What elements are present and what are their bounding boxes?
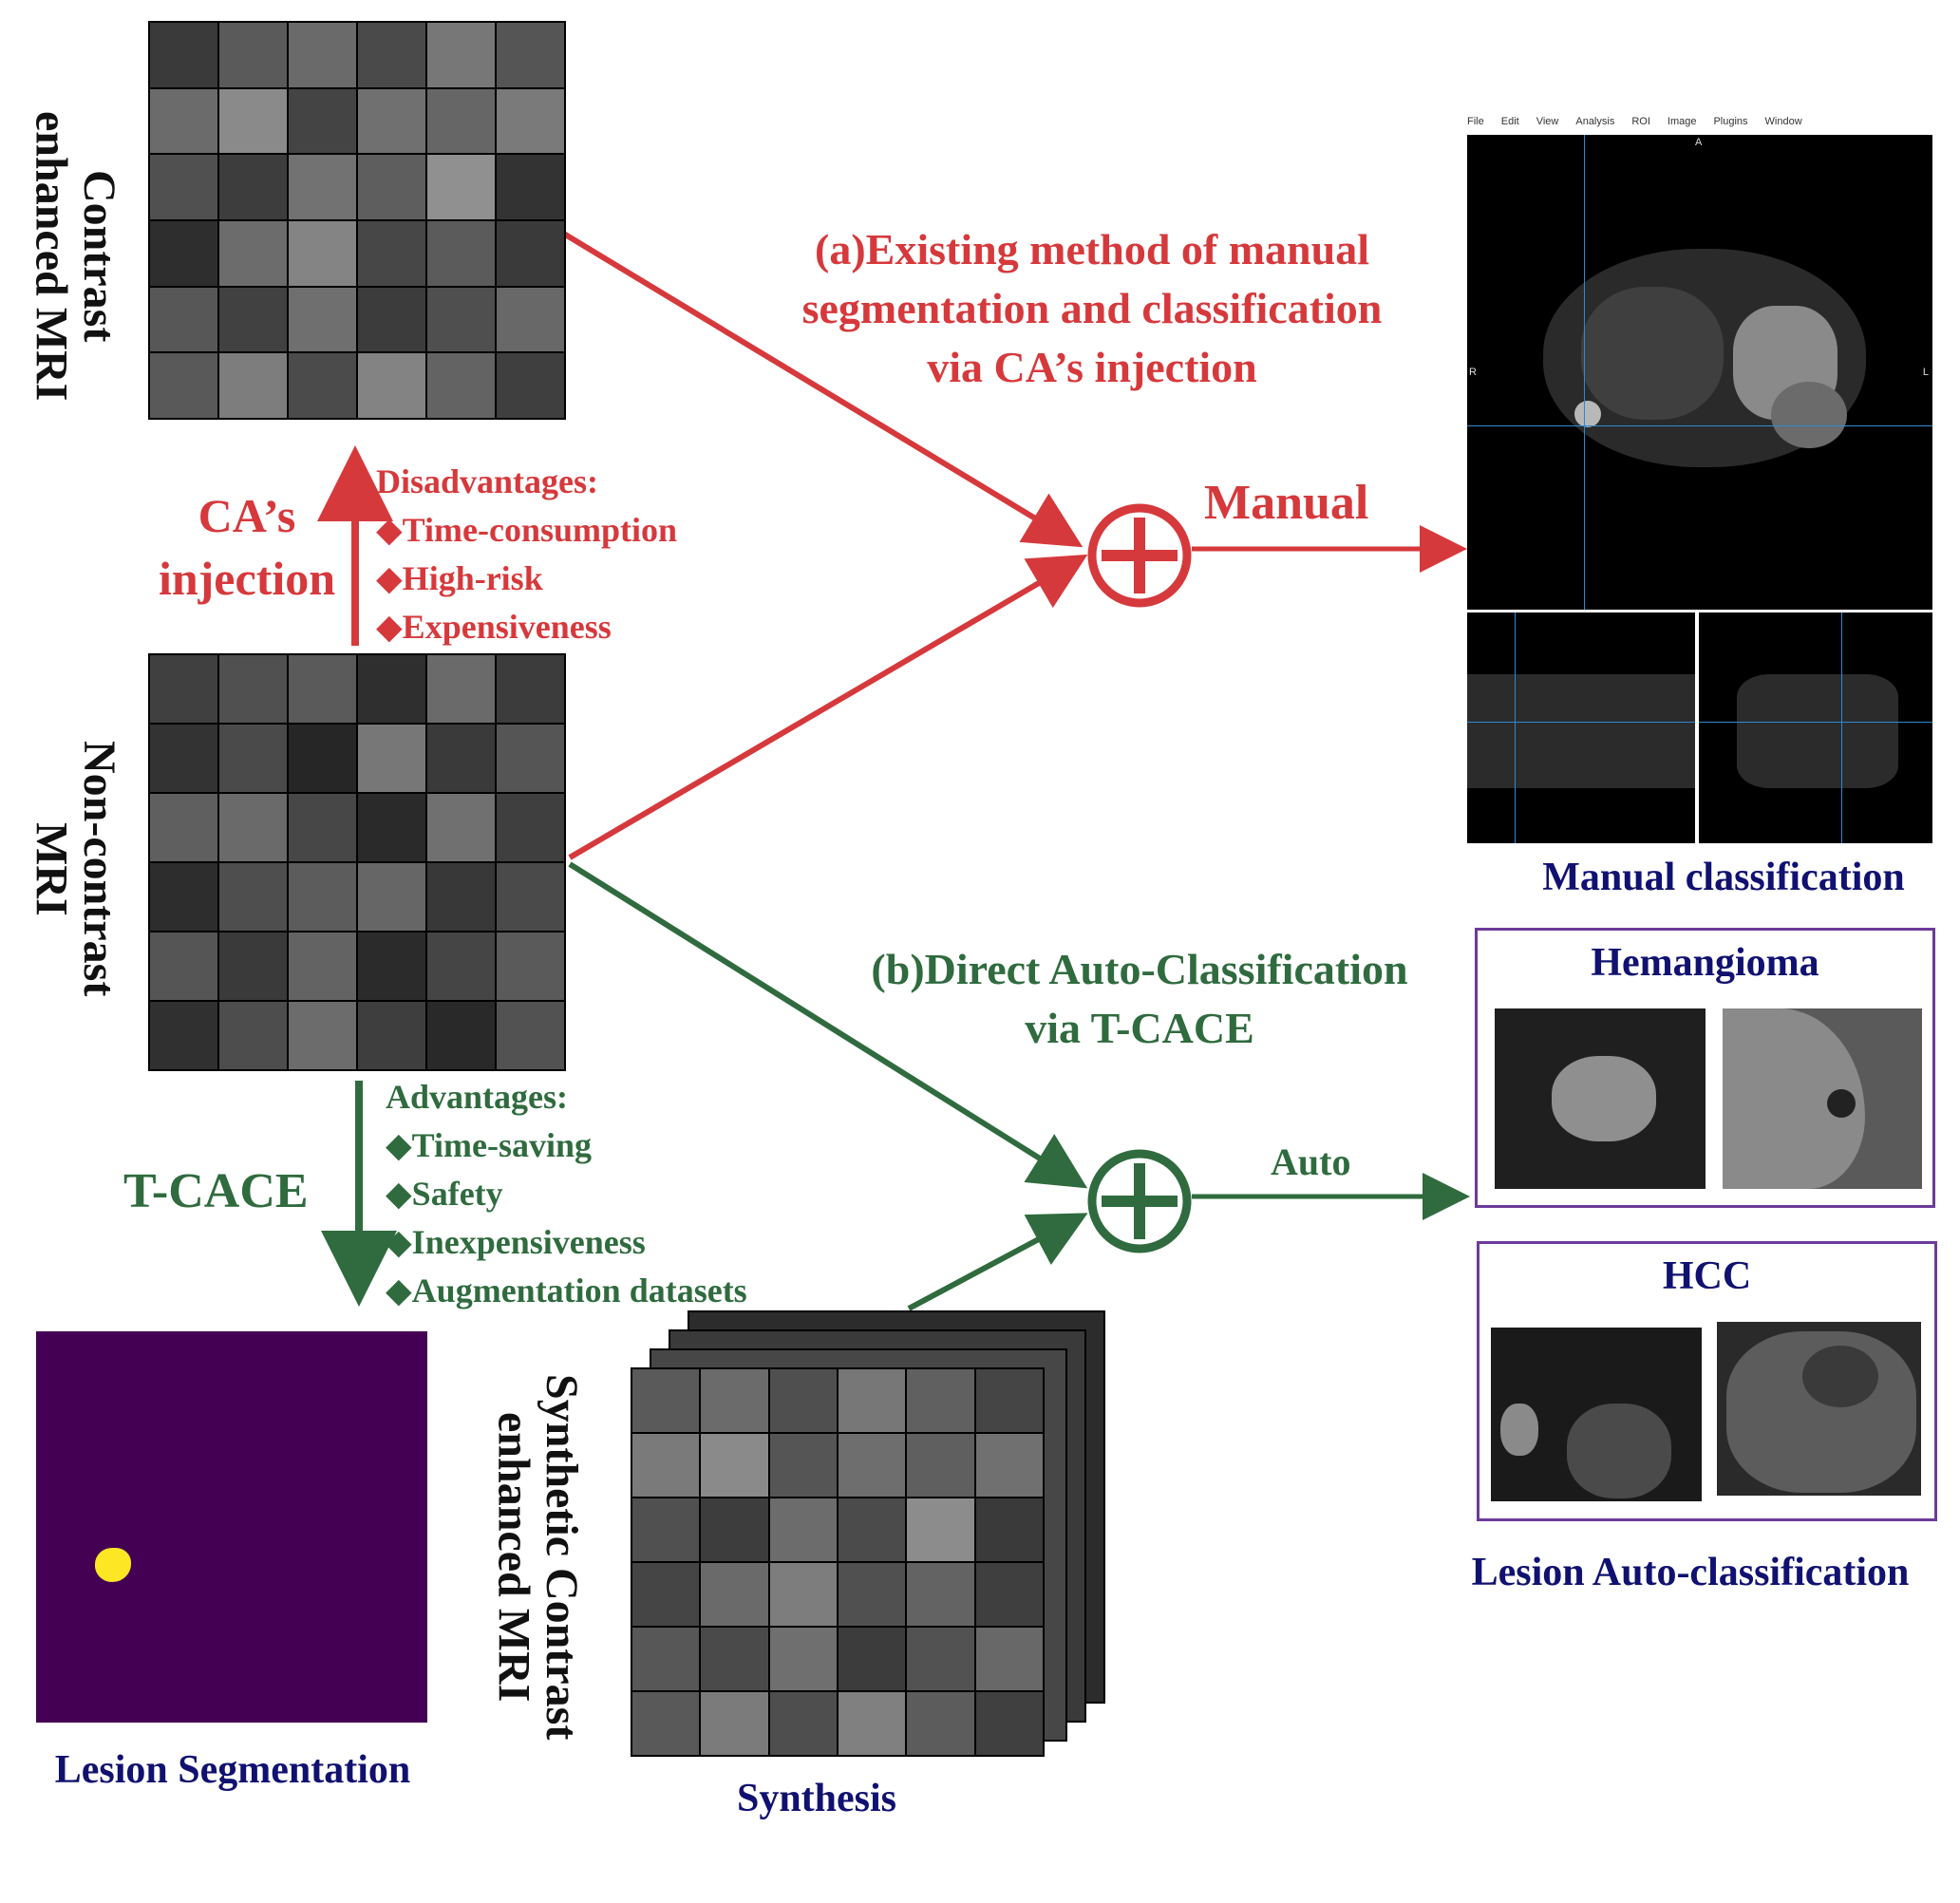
manual-label: Manual — [1204, 476, 1369, 530]
synthesis-caption: Synthesis — [736, 1777, 897, 1820]
menu-item-image[interactable]: Image — [1667, 116, 1697, 127]
contrast-mri-grid — [148, 21, 566, 420]
advantage-item: ◆Safety — [386, 1175, 503, 1213]
hemangioma-image-1 — [1495, 1008, 1706, 1189]
orientation-r: R — [1469, 367, 1477, 378]
auto-label: Auto — [1271, 1140, 1351, 1183]
disadvantages-list: Disadvantages: ◆Time-consumption ◆High-r… — [376, 458, 677, 651]
advantage-item: ◆Time-saving — [386, 1126, 593, 1164]
disadvantage-item: ◆Time-consumption — [376, 511, 678, 549]
advantages-title: Advantages: — [386, 1078, 569, 1116]
menu-item-file[interactable]: File — [1467, 116, 1484, 127]
hcc-image-1 — [1491, 1328, 1702, 1501]
hcc-image-2 — [1717, 1322, 1921, 1496]
orientation-a: A — [1695, 137, 1703, 148]
hcc-box: HCC — [1477, 1241, 1937, 1521]
advantage-item: ◆Augmentation datasets — [386, 1272, 747, 1309]
viewer-axial-panel: A R L — [1467, 135, 1932, 610]
lesion-segmentation-caption: Lesion Segmentation — [54, 1748, 411, 1792]
hemangioma-box: Hemangioma — [1475, 928, 1935, 1208]
synthetic-mri-stack — [631, 1310, 1105, 1766]
noncontrast-mri-grid — [148, 653, 566, 1071]
menu-item-analysis[interactable]: Analysis — [1575, 116, 1615, 127]
arrow-noncontrast-to-manual — [568, 554, 1088, 860]
menu-item-edit[interactable]: Edit — [1500, 116, 1519, 127]
tcace-label: T-CACE — [123, 1164, 309, 1218]
menu-item-plugins[interactable]: Plugins — [1713, 116, 1748, 127]
segmentation-mask — [36, 1331, 427, 1723]
disadvantages-title: Disadvantages: — [376, 462, 599, 500]
manual-classification-caption: Manual classification — [1542, 856, 1905, 899]
advantage-item: ◆Inexpensiveness — [386, 1223, 646, 1261]
menu-item-view[interactable]: View — [1536, 116, 1559, 127]
hemangioma-title: Hemangioma — [1591, 941, 1819, 985]
menu-item-window[interactable]: Window — [1764, 116, 1802, 127]
lesion-blob — [95, 1548, 131, 1582]
viewer-coronal-panel — [1467, 612, 1695, 843]
hemangioma-image-2 — [1723, 1008, 1922, 1189]
orientation-l: L — [1922, 367, 1929, 378]
arrow-noncontrast-to-auto — [568, 861, 1088, 1189]
lesion-auto-classification-caption: Lesion Auto-classification — [1471, 1551, 1910, 1594]
disadvantage-item: ◆Expensiveness — [376, 608, 612, 646]
hcc-title: HCC — [1662, 1254, 1752, 1298]
viewer-menu-bar: File Edit View Analysis ROI Image Plugin… — [1467, 116, 1932, 133]
advantages-list: Advantages: ◆Time-saving ◆Safety ◆Inexpe… — [386, 1073, 747, 1315]
plus-icon-manual — [1087, 503, 1192, 608]
viewer-sagittal-panel — [1699, 612, 1932, 843]
plus-icon-auto — [1087, 1149, 1192, 1253]
menu-item-roi[interactable]: ROI — [1631, 116, 1650, 127]
arrow-synthesis-to-auto — [907, 1213, 1088, 1311]
disadvantage-item: ◆High-risk — [376, 559, 543, 597]
arrow-contrast-to-manual — [560, 230, 1084, 548]
